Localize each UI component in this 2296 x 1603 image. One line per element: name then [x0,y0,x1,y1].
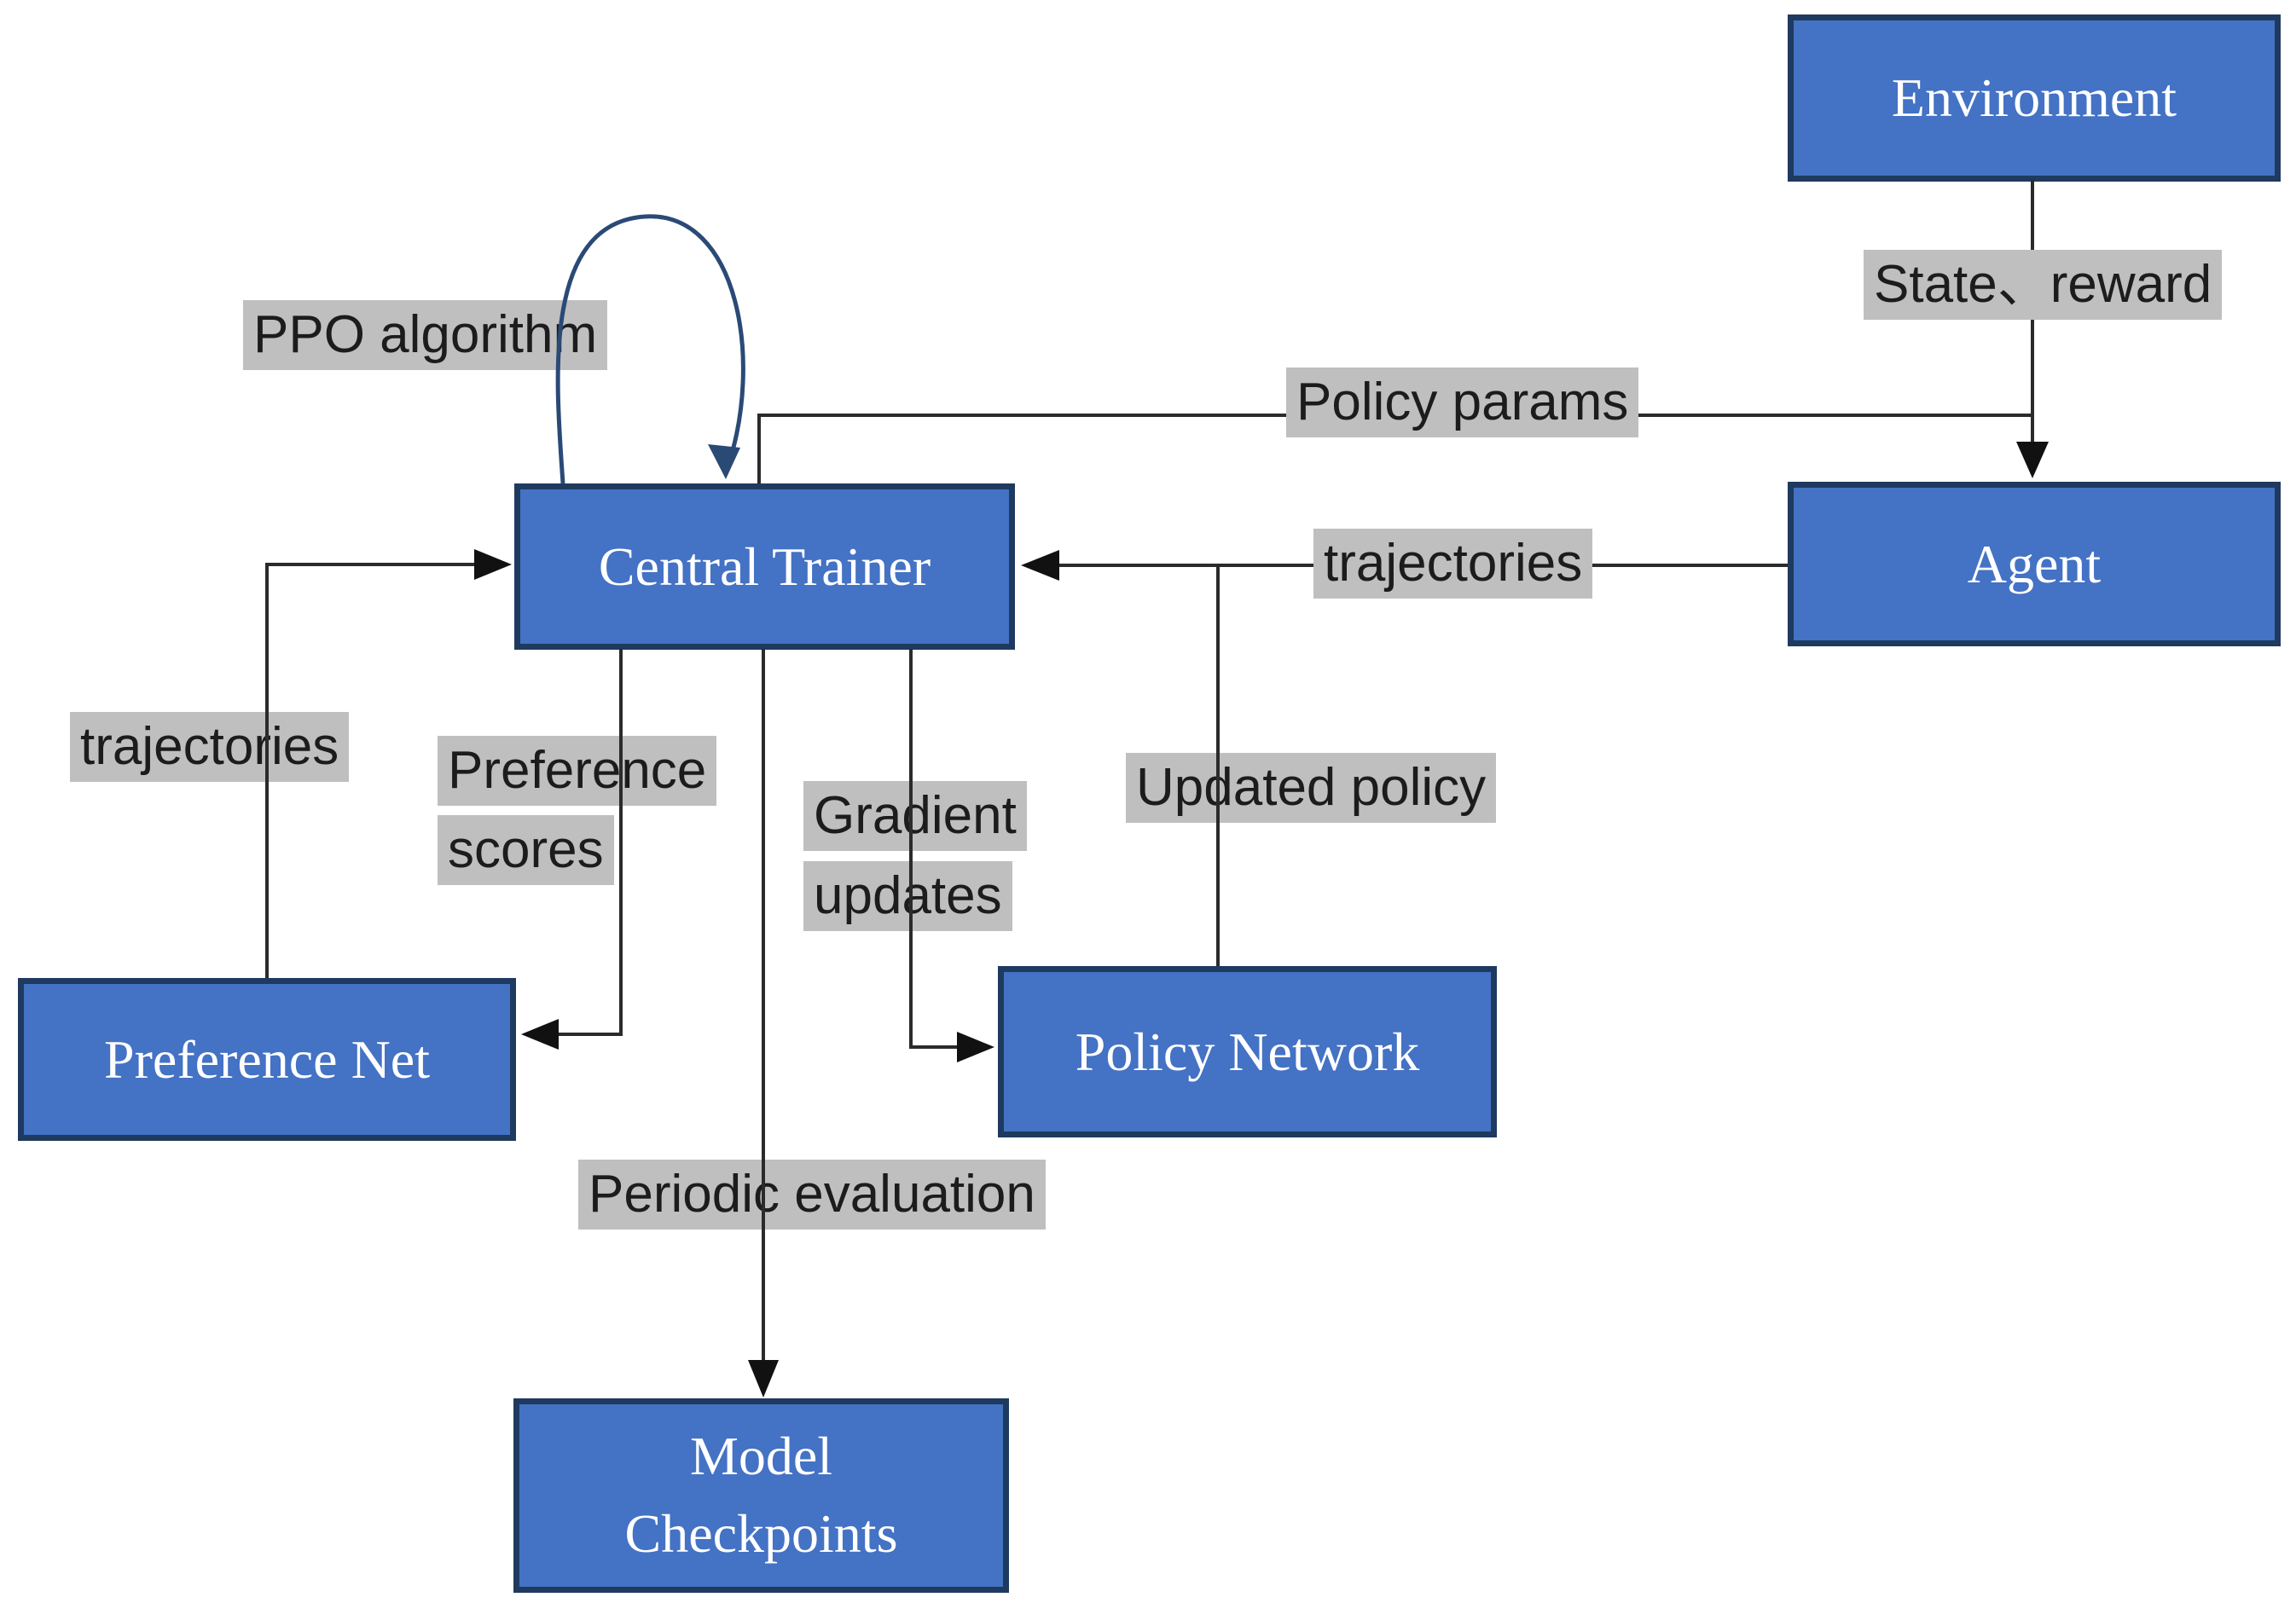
node-agent: Agent [1788,482,2281,646]
label-trajectories-right: trajectories [1313,529,1593,599]
label-ppo-algorithm: PPO algorithm [243,300,608,370]
label-gradient-updates-line1: Gradient [803,781,1027,851]
label-preference-scores-line2: scores [438,815,614,885]
arrowhead-into-agent [2016,442,2049,478]
arrowhead-into-central-trainer-right [1021,550,1059,581]
node-preference-net-label: Preference Net [104,1028,430,1090]
node-agent-label: Agent [1967,533,2102,594]
label-trajectories-left: trajectories [70,712,350,782]
arrowhead-into-preference-net [521,1019,559,1050]
node-model-checkpoints-label-line2: Checkpoints [624,1503,898,1564]
arrowhead-into-central-trainer-left [474,549,512,580]
arrowhead-into-model-checkpoints [748,1360,779,1398]
node-policy-network-label: Policy Network [1075,1021,1420,1082]
edge-ppo-self-loop [555,214,745,484]
label-updated-policy: Updated policy [1126,753,1497,823]
arrowhead-ppo-loop [708,444,740,479]
label-gradient-updates-line2: updates [803,861,1012,931]
node-model-checkpoints-label-line1: Model [689,1426,833,1487]
node-environment-label: Environment [1891,67,2177,128]
node-preference-net: Preference Net [18,978,516,1141]
node-central-trainer-label: Central Trainer [598,535,931,597]
edge-preference-scores [557,649,623,1036]
edge-gradient-updates [909,649,959,1049]
label-periodic-evaluation: Periodic evaluation [578,1160,1046,1230]
node-central-trainer: Central Trainer [514,483,1015,650]
label-preference-scores-line1: Preference [438,736,717,806]
node-policy-network: Policy Network [998,966,1497,1137]
node-environment: Environment [1788,14,2281,182]
label-state-reward: State、reward [1864,250,2223,320]
edge-policy-params [757,414,2034,483]
edge-prefnet-to-trainer [265,563,474,978]
label-policy-params: Policy params [1286,367,1639,437]
arrowhead-into-policy-network [957,1032,994,1062]
